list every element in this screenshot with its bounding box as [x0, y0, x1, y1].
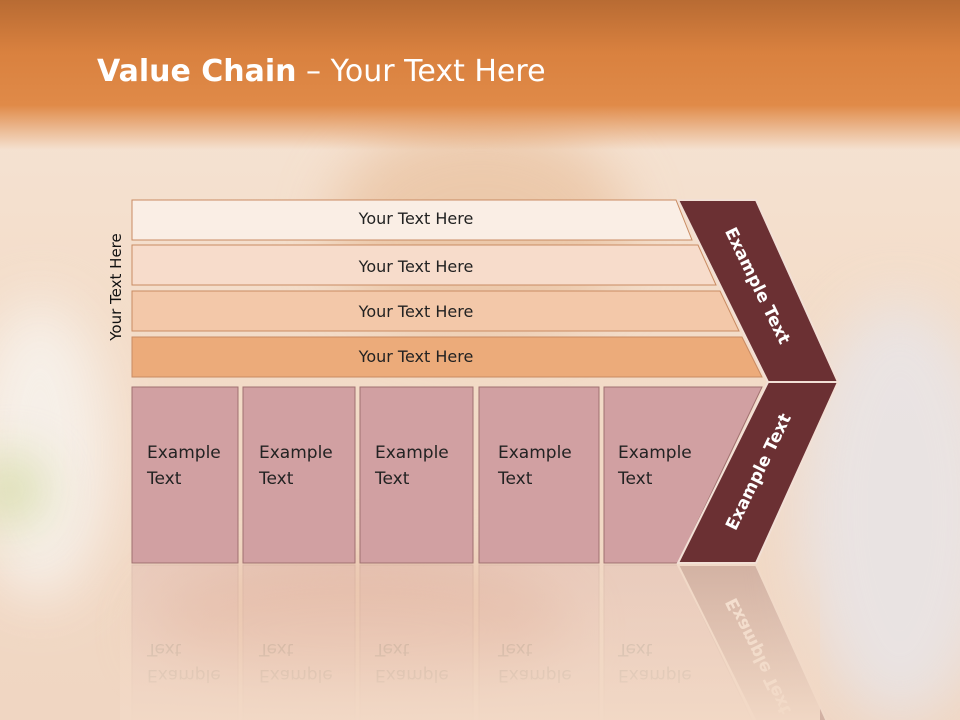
slide-title: Value Chain – Your Text Here — [97, 54, 546, 89]
title-bar — [0, 0, 960, 150]
bar-2 — [131, 244, 717, 286]
box-4-line1: Example — [498, 443, 572, 463]
box-1-line2: Text — [146, 469, 182, 489]
reflection-fade — [120, 565, 820, 720]
bar-2-label: Your Text Here — [358, 257, 474, 276]
box-5-line2: Text — [617, 469, 653, 489]
bar-4-label: Your Text Here — [358, 347, 474, 366]
box-2-line1: Example — [259, 443, 333, 463]
background-photo-blur — [0, 300, 110, 600]
title-rest: – Your Text Here — [296, 54, 546, 89]
bar-3 — [131, 290, 740, 332]
box-3-line2: Text — [374, 469, 410, 489]
bar-row: Your Text Here Your Text Here Your Text … — [131, 199, 763, 378]
box-4 — [478, 386, 600, 564]
box-2 — [242, 386, 356, 564]
box-3-line1: Example — [375, 443, 449, 463]
bar-4 — [131, 336, 763, 378]
chevron-lower — [676, 381, 840, 564]
title-bold: Value Chain — [97, 54, 297, 89]
box-1-line1: Example — [147, 443, 221, 463]
box-3 — [359, 386, 474, 564]
bar-3-label: Your Text Here — [358, 302, 474, 321]
bar-1 — [131, 199, 693, 241]
box-2-line2: Text — [258, 469, 294, 489]
box-1 — [131, 386, 239, 564]
box-row: Example Text Example Text Example Text E… — [131, 386, 763, 564]
box-4-line2: Text — [497, 469, 533, 489]
bar-1-label: Your Text Here — [358, 209, 474, 228]
box-5-line1: Example — [618, 443, 692, 463]
